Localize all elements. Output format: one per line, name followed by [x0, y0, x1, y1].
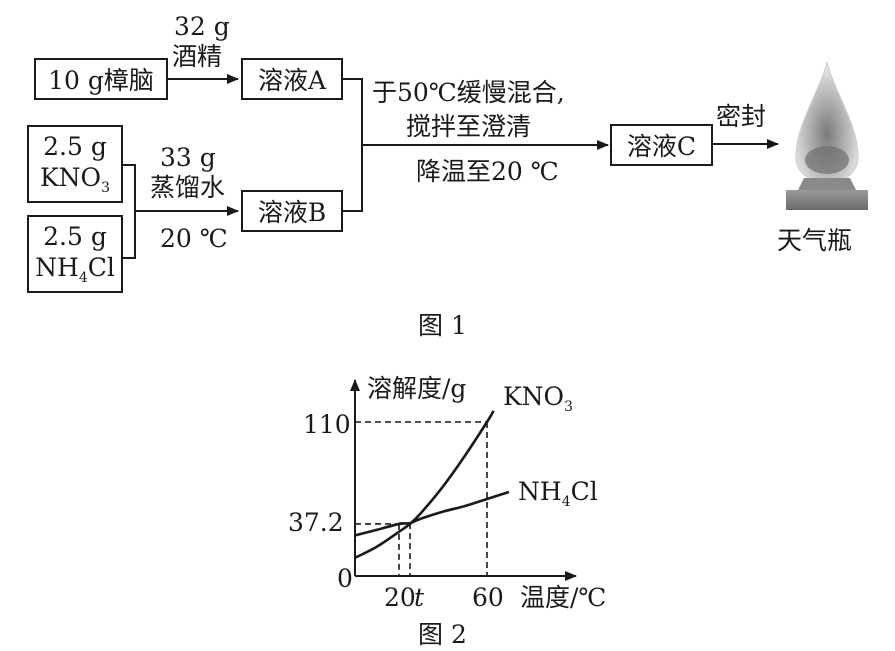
solution-a-box: 溶液A [241, 58, 343, 100]
series-label-kno3: KNO3 [503, 382, 573, 415]
y-axis-label: 溶解度/g [367, 374, 467, 403]
alcohol-name: 酒精 [172, 42, 223, 71]
weather-bottle-label: 天气瓶 [777, 226, 853, 255]
bracket-ab [342, 78, 363, 212]
mix-condition-1: 于50℃缓慢混合, [372, 78, 565, 107]
nh4cl-mass: 2.5 g [43, 221, 107, 251]
x-tick-20: 20 [384, 583, 416, 612]
solution-b-label: 溶液B [257, 198, 327, 227]
water-name: 蒸馏水 [150, 173, 226, 202]
x-axis-label: 温度/℃ [520, 583, 607, 612]
solution-c-box: 溶液C [610, 124, 713, 166]
cool-condition: 降温至20 ℃ [416, 157, 559, 186]
nh4cl-formula: NH4Cl [35, 252, 115, 286]
solution-a-label: 溶液A [257, 66, 327, 95]
figure-2-caption: 图 2 [418, 620, 467, 649]
series-label-nh4cl: NH4Cl [518, 477, 598, 510]
origin-label: 0 [337, 564, 353, 593]
mix-condition-2: 搅拌至澄清 [406, 112, 532, 141]
solution-c-label: 溶液C [626, 132, 697, 161]
water-temp: 20 ℃ [160, 224, 228, 253]
x-tick-t: t [414, 583, 425, 612]
camphor-label: 10 g樟脑 [48, 66, 154, 95]
series-line-nh4cl [354, 490, 510, 537]
y-tick-37-2: 37.2 [288, 508, 344, 537]
water-amount: 33 g [160, 143, 216, 172]
x-tick-60: 60 [472, 583, 504, 612]
solution-b-box: 溶液B [241, 190, 343, 232]
nh4cl-box: 2.5 g NH4Cl [27, 215, 123, 293]
figure-1-caption: 图 1 [418, 311, 467, 340]
seal-label: 密封 [716, 102, 767, 131]
kno3-box: 2.5 g KNO3 [27, 125, 123, 203]
chart-guides [355, 421, 488, 576]
alcohol-amount: 32 g [174, 12, 230, 41]
y-tick-110: 110 [303, 410, 351, 439]
camphor-box: 10 g樟脑 [34, 58, 168, 100]
chart-series [354, 410, 510, 559]
kno3-formula: KNO3 [40, 162, 110, 196]
weather-bottle-illustration [782, 60, 872, 220]
kno3-mass: 2.5 g [43, 131, 107, 161]
bracket-salts [122, 164, 136, 259]
series-line-kno3 [354, 410, 495, 559]
